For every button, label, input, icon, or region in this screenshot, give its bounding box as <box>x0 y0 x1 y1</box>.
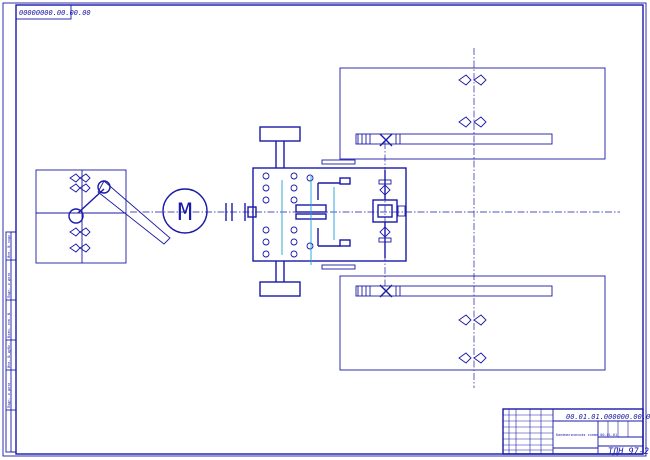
side-label-3: Инв. № дубл. <box>6 343 11 368</box>
left-roller-pair-2 <box>69 227 91 253</box>
output-gear-set <box>372 170 406 258</box>
tension-rod-upper <box>321 159 356 165</box>
designation: 00.01.01.000000.00.00 <box>566 413 650 421</box>
upper-roller-pair-2 <box>458 116 487 128</box>
title-block: 00.01.01.000000.00.00 Кинематическая схе… <box>502 408 650 457</box>
gearbox <box>252 126 407 297</box>
left-roller-pair-1 <box>69 173 91 193</box>
upper-shaft-pad <box>259 126 301 142</box>
left-feed-unit <box>35 169 171 264</box>
feed-roller-circle <box>68 208 84 224</box>
side-label-1: Подп. и дата <box>7 273 11 298</box>
motor: M <box>162 188 208 234</box>
lower-shaft-pad <box>259 281 301 297</box>
lower-roller-pair-1 <box>458 314 487 326</box>
upper-roller-pair-1 <box>458 74 487 86</box>
lower-work-table <box>339 275 606 371</box>
side-label-4: Подп. и дата <box>7 383 11 408</box>
bearings-lower <box>262 226 314 258</box>
upper-screw-shaft <box>355 133 553 145</box>
lower-screw-shaft <box>355 285 553 297</box>
side-label-0: Инв. № подл. <box>7 233 11 258</box>
crank-lever <box>97 180 171 245</box>
crank-pivot <box>97 180 111 194</box>
lower-roller-pair-2 <box>458 352 487 364</box>
drawing-title: Кинематическая схема 00.01.01 <box>556 433 617 437</box>
group-code: ТДН 97-2 <box>608 447 649 457</box>
tension-rod-lower <box>321 264 356 270</box>
coupling <box>225 203 257 221</box>
upper-work-table <box>339 67 606 160</box>
bearings-upper <box>262 172 314 204</box>
frame-label: 00000000.00.00.00 <box>19 9 91 17</box>
side-stamp: Инв. № подл. Подп. и дата Взам. инв. № И… <box>5 231 17 453</box>
side-label-2: Взам. инв. № <box>7 312 11 338</box>
frame-label-box: 00000000.00.00.00 <box>15 4 91 20</box>
